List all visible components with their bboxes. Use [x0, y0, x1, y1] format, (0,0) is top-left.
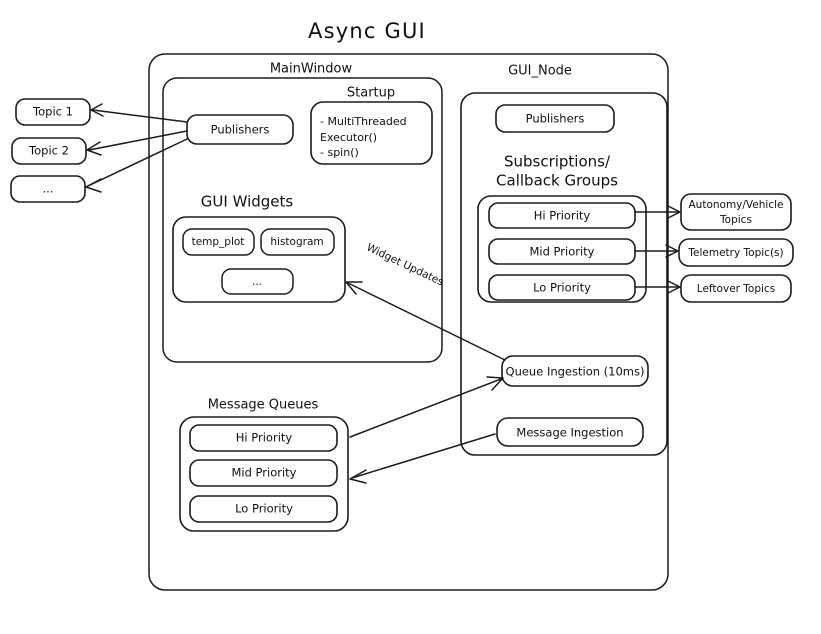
external-topic-3-label: ...	[43, 182, 54, 196]
external-topic-3-box[interactable]	[10, 175, 86, 203]
arrow-publishers-to-topic-2	[86, 130, 188, 156]
queue-mid-priority-label: Mid Priority	[231, 466, 296, 480]
arrow-publishers-to-topic-1	[90, 103, 188, 123]
arrow-message-ingestion-to-message-queues	[349, 433, 496, 484]
startup-title: Startup	[347, 86, 395, 101]
subscriptions-title-line2: Callback Groups	[496, 172, 618, 190]
autonomy-vehicle-topics-label: Autonomy/Vehicle	[689, 199, 784, 211]
arrow-lo-priority-to-leftover-topics	[634, 280, 681, 294]
gui-widgets-title: GUI Widgets	[201, 193, 294, 211]
queue-ingestion-box[interactable]	[501, 355, 649, 387]
subscriptions-title-line1: Subscriptions/	[504, 153, 611, 171]
mainwindow-publishers-label: Publishers	[211, 123, 270, 137]
subscription-hi-priority-label: Hi Priority	[534, 209, 591, 223]
message-ingestion-label: Message Ingestion	[516, 426, 623, 440]
widget-temp-plot-box[interactable]	[182, 228, 255, 256]
subscriptions-container	[477, 195, 647, 303]
external-topic-1-box[interactable]	[15, 98, 91, 126]
queue-mid-priority-box[interactable]	[189, 459, 338, 487]
external-topic-2-box[interactable]	[11, 137, 87, 165]
widget-updates-label: Widget Updates	[365, 242, 446, 289]
arrow-hi-priority-to-autonomy-topics	[634, 205, 681, 219]
telemetry-topics-box[interactable]	[678, 238, 794, 267]
autonomy-vehicle-topics-box[interactable]	[680, 193, 792, 231]
message-queues-title: Message Queues	[208, 398, 319, 413]
queue-hi-priority-label: Hi Priority	[236, 431, 293, 445]
widget-histogram-box[interactable]	[260, 228, 335, 256]
page-title: Async GUI	[308, 19, 426, 43]
telemetry-topics-label: Telemetry Topic(s)	[687, 247, 783, 259]
external-topic-1-label: Topic 1	[32, 105, 73, 119]
subscription-mid-priority-label: Mid Priority	[529, 245, 594, 259]
widget-histogram-label: histogram	[270, 236, 323, 248]
widget-more-label: ...	[252, 276, 262, 288]
arrow-publishers-to-topic-3	[85, 138, 188, 193]
outer-container	[148, 53, 669, 591]
leftover-topics-label: Leftover Topics	[697, 283, 775, 295]
leftover-topics-box[interactable]	[680, 274, 792, 303]
autonomy-vehicle-topics-label-2: Topics	[719, 214, 752, 226]
guinode-publishers-box[interactable]	[495, 104, 615, 133]
startup-box[interactable]	[310, 101, 433, 165]
guinode-title: GUI_Node	[508, 64, 572, 79]
subscription-hi-priority-box[interactable]	[488, 202, 636, 229]
queue-lo-priority-box[interactable]	[189, 495, 338, 523]
queue-ingestion-label: Queue Ingestion (10ms)	[506, 365, 645, 379]
arrow-mid-priority-to-telemetry-topics	[634, 244, 679, 258]
queue-hi-priority-box[interactable]	[189, 424, 338, 452]
startup-line-2: - spin()	[320, 146, 359, 159]
external-topic-2-label: Topic 2	[28, 144, 69, 158]
mainwindow-title: MainWindow	[270, 62, 353, 77]
widget-temp-plot-label: temp_plot	[192, 236, 245, 248]
guinode-publishers-label: Publishers	[526, 112, 585, 126]
startup-line-1: Executor()	[320, 131, 377, 144]
queue-lo-priority-label: Lo Priority	[235, 502, 293, 516]
mainwindow-container	[162, 77, 443, 363]
arrow-queue-ingestion-to-gui-widgets	[345, 281, 506, 361]
arrow-message-queues-to-queue-ingestion	[349, 376, 504, 438]
widget-more-box[interactable]	[221, 268, 294, 295]
gui-widgets-container	[172, 216, 346, 303]
startup-line-0: - MultiThreaded	[320, 115, 407, 128]
message-queues-container	[179, 416, 349, 532]
mainwindow-publishers-box[interactable]	[186, 114, 294, 145]
subscription-lo-priority-label: Lo Priority	[533, 281, 591, 295]
message-ingestion-box[interactable]	[496, 417, 644, 447]
guinode-container	[460, 92, 668, 456]
